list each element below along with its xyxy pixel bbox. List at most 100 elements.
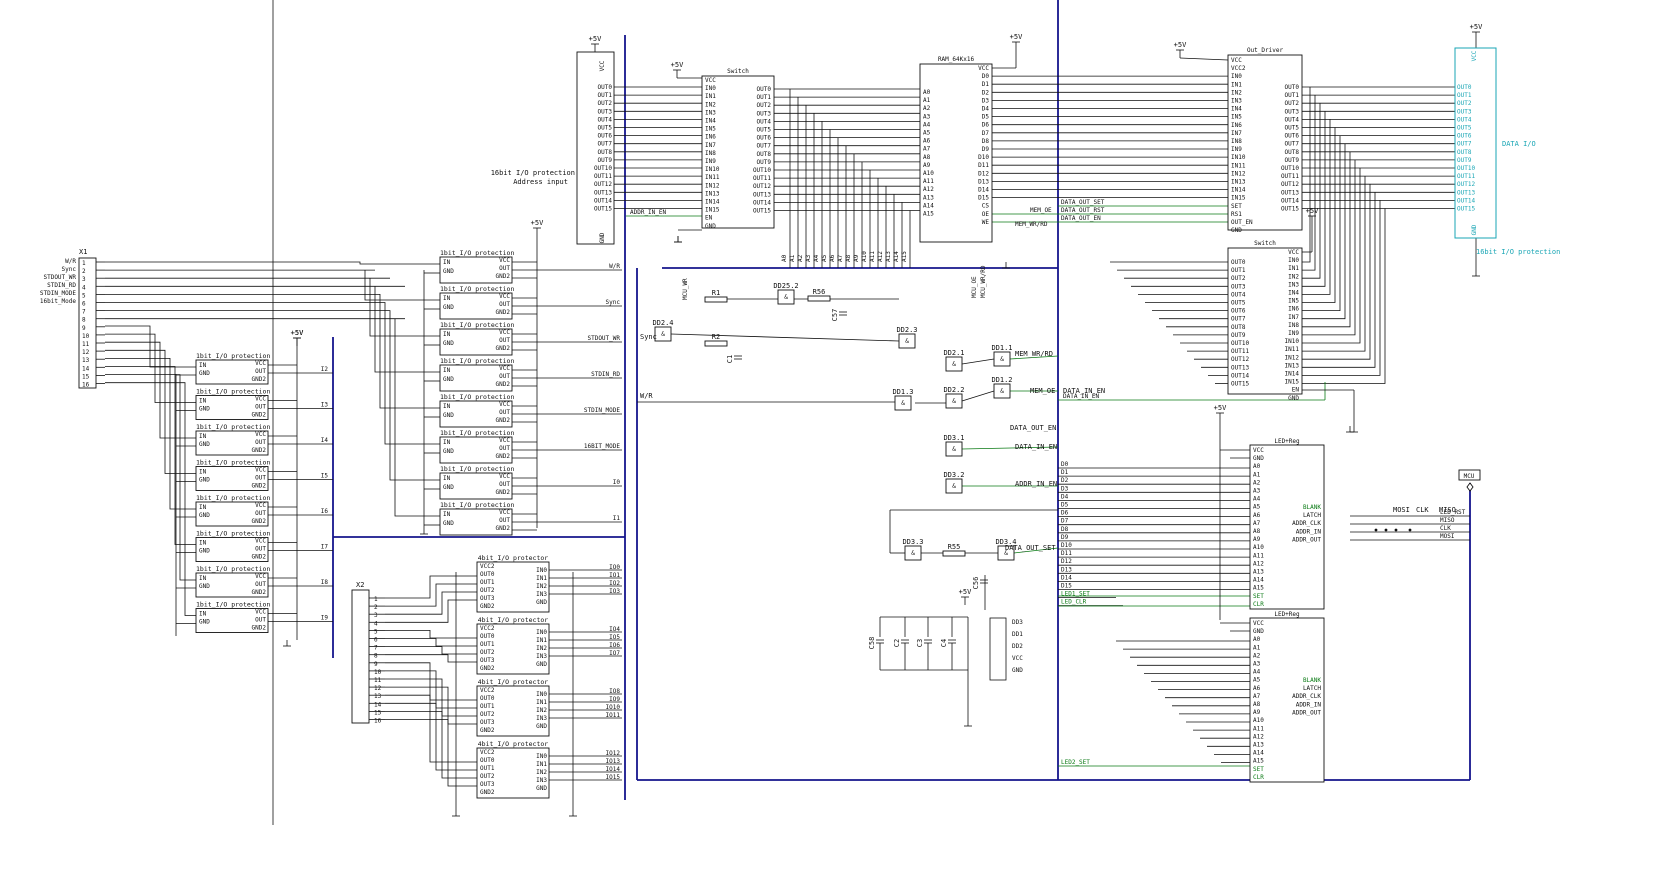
pin-label: D1 (982, 81, 990, 88)
pin-label: OUT3 (757, 110, 772, 117)
wire (105, 277, 440, 337)
pin-label: D13 (978, 178, 989, 185)
pin-label: GND (599, 232, 606, 243)
pin-label: A11 (1253, 552, 1264, 559)
net-label: IO0 (609, 564, 620, 571)
protection-1bit (195, 537, 269, 562)
pin-label: A0 (1253, 463, 1261, 470)
bus-entry-label: A6 (829, 254, 836, 262)
logic-gate (654, 326, 672, 342)
protector-4bit-title: 4bit_I/O protector (478, 678, 549, 686)
connector-x2-pin: 16 (374, 718, 382, 725)
pin-label: GND (443, 304, 454, 311)
connector-x1-pin: 2 (82, 268, 86, 275)
protection-1bit (195, 501, 269, 527)
resistor (942, 550, 966, 557)
pin-label: IN2 (1231, 89, 1242, 96)
pin-label: OUT (255, 404, 266, 411)
mcu-pin-label: LED_RST (1440, 509, 1466, 516)
protection-1bit-title: 1bit_I/O protection (196, 459, 270, 467)
pin-label: OUT2 (480, 773, 495, 780)
pin-label: VCC (499, 293, 510, 300)
pin-label: GND2 (480, 789, 495, 796)
pin-label: IN12 (1285, 354, 1300, 361)
pin-label: D3 (982, 97, 990, 104)
logic-net-label: MCU_OE (971, 276, 978, 298)
pin-label: IN12 (1231, 170, 1246, 177)
pin-label: GND (199, 619, 210, 626)
junction-dot (1374, 528, 1378, 532)
protection-1bit-title: 1bit_I/O protection (440, 321, 514, 329)
connector-x2-pin: 1 (374, 596, 378, 603)
pin-label: IN6 (1231, 122, 1242, 129)
resistor (704, 340, 728, 347)
net-label: IO5 (609, 634, 620, 641)
pin-label: LATCH (1303, 685, 1321, 692)
net-label: IO11 (606, 712, 621, 719)
led-register-title: LED+Reg (1274, 611, 1300, 618)
gate-label: DD1.2 (991, 376, 1012, 384)
pin-label: IN14 (1231, 187, 1246, 194)
pin-label: GND (199, 441, 210, 448)
pin-label: GND2 (252, 483, 267, 490)
pin-label: IN5 (1231, 114, 1242, 121)
pin-label: GND (199, 512, 210, 519)
protection-1bit-title: 1bit_I/O protection (196, 388, 270, 396)
gate-label: DD1.1 (991, 344, 1012, 352)
pin-label: IN (199, 540, 207, 547)
pin-label: IN0 (705, 85, 716, 92)
wire (105, 382, 196, 616)
protection-1bit-title: 1bit_I/O protection (196, 423, 270, 431)
pin-label: IN8 (705, 150, 716, 157)
gate-label: DD2.1 (943, 349, 964, 357)
connector-x1-pin: 12 (82, 349, 90, 356)
pin-label: A14 (1253, 577, 1264, 584)
pin-label: IN8 (1231, 138, 1242, 145)
connector-x2-pin: 6 (374, 637, 378, 644)
capacitor-label: C1 (726, 355, 734, 363)
capacitor-label: C3 (916, 639, 924, 647)
pin-label: A6 (1253, 512, 1261, 519)
pin-label: OUT9 (1231, 332, 1246, 339)
pin-label: IN14 (1285, 371, 1300, 378)
pin-label: D5 (982, 114, 990, 121)
pin-label: OUT7 (1457, 141, 1472, 148)
logic-gate (898, 333, 916, 349)
net-label: D2 (1061, 477, 1069, 484)
resistor-label: R55 (948, 543, 961, 551)
pin-label: OUT0 (480, 571, 495, 578)
pin-label: A6 (923, 138, 931, 145)
gate-label: DD1.3 (892, 388, 913, 396)
wire (385, 638, 477, 647)
wire (105, 341, 196, 439)
bus-entry-label: A8 (845, 254, 852, 262)
pin-label: GND2 (480, 665, 495, 672)
gate-label: DD3.3 (902, 538, 923, 546)
pin-label: ADDR_CLK (1292, 520, 1321, 527)
logic-net-label: Sync (640, 333, 657, 341)
pin-label: IN7 (1231, 130, 1242, 137)
gate-label: DD25.2 (773, 282, 798, 290)
pin-label: OUT4 (1231, 291, 1246, 298)
pin-label: OUT0 (480, 695, 495, 702)
pin-label: IN (199, 362, 207, 369)
pin-label: IN (443, 511, 451, 518)
pin-label: GND (1253, 628, 1264, 635)
logic-net-label: ADDR_IN_EN (1015, 480, 1057, 488)
gate-label: DD3.2 (943, 471, 964, 479)
pin-label: IN12 (705, 182, 720, 189)
pin-label: A12 (923, 186, 934, 193)
pin-label: OUT (255, 368, 266, 375)
logic-gate (993, 351, 1011, 367)
pin-label: OUT12 (1457, 181, 1475, 188)
pin-label: D7 (982, 130, 990, 137)
pin-label: OUT11 (1231, 348, 1249, 355)
pin-label: VCC (499, 257, 510, 264)
pin-label: OUT (499, 409, 510, 416)
pin-label: D10 (978, 154, 989, 161)
pin-label: GND (536, 599, 547, 606)
pin-label: OUT3 (1231, 283, 1246, 290)
power-label: +5V (589, 35, 602, 43)
bus-entry-label: A13 (885, 251, 892, 262)
connector-x2-pin: 11 (374, 677, 382, 684)
